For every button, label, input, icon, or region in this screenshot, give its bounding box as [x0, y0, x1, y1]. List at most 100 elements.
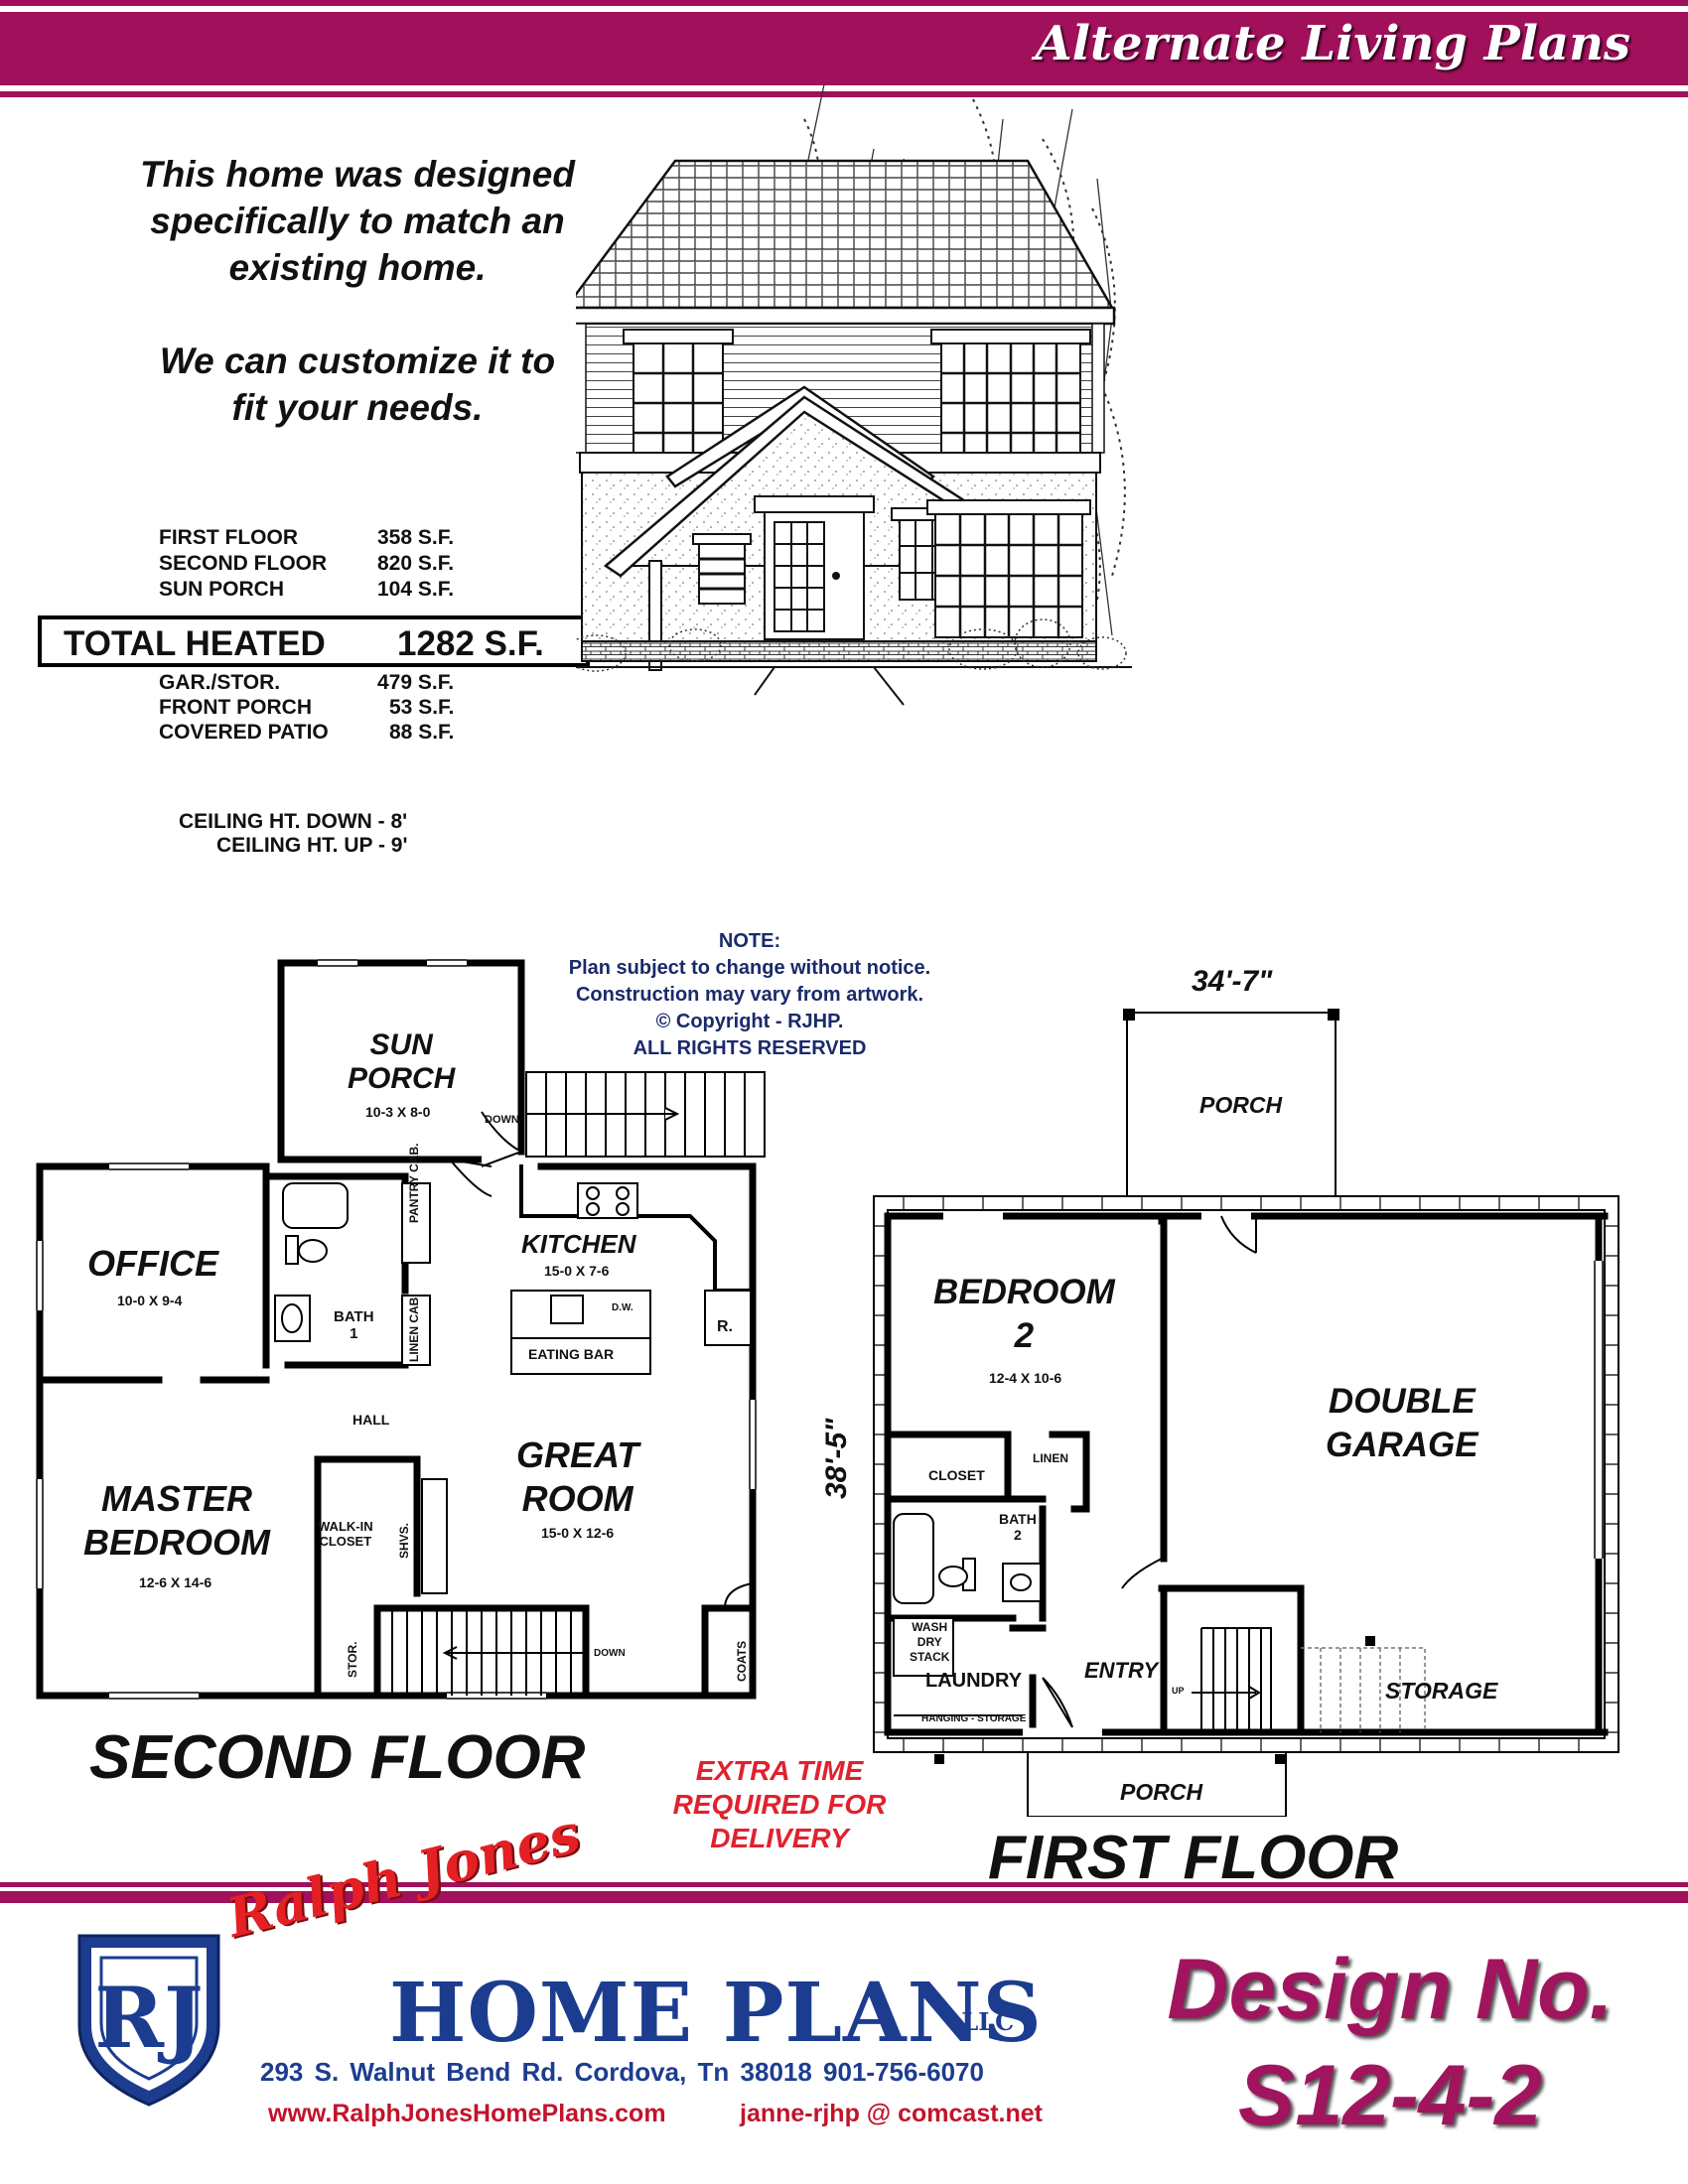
room-dimension: 15-0 X 12-6 — [541, 1525, 615, 1541]
area-value: 53 S.F. — [389, 696, 455, 719]
area-value: 104 S.F. — [377, 578, 455, 601]
room-name: BATH — [999, 1511, 1037, 1527]
great-room-label: GREAT ROOM — [516, 1433, 638, 1521]
laundry-label: LAUNDRY — [925, 1670, 1023, 1692]
lower-window-right — [926, 499, 1091, 638]
first-doors — [1042, 1558, 1163, 1728]
notice-line: DELIVERY — [710, 1823, 849, 1853]
kitchen-label: KITCHEN — [521, 1229, 636, 1259]
area-label: SUN PORCH — [159, 578, 285, 601]
coats-label: COATS — [735, 1640, 749, 1682]
design-number: S12-4-2 — [1238, 2048, 1542, 2143]
room-dimension: 10-0 X 9-4 — [117, 1293, 183, 1308]
hanging-storage-label: HANGING - STORAGE — [921, 1713, 1027, 1724]
main-roof — [576, 159, 1115, 310]
hall-label: HALL — [352, 1412, 390, 1428]
upper-window-right — [930, 329, 1091, 474]
copyright-note: NOTE: Plan subject to change without not… — [516, 928, 983, 1062]
label-line: WALK-IN — [318, 1519, 373, 1534]
room-name: BATH — [334, 1308, 374, 1325]
label-line: WASH — [912, 1620, 948, 1634]
intro-line: existing home. — [228, 247, 487, 288]
intro-text: This home was designed specifically to m… — [94, 151, 621, 431]
note-line: Plan subject to change without notice. — [568, 957, 931, 979]
pantry-label: PANTRY CAB. — [407, 1143, 421, 1223]
bath1-label: BATH 1 — [334, 1308, 374, 1342]
area-label: SECOND FLOOR — [159, 552, 328, 575]
second-floor-title: SECOND FLOOR — [89, 1723, 586, 1792]
stair-down-label: DOWN — [485, 1114, 519, 1126]
label-line: STACK — [910, 1650, 950, 1664]
design-label: Design No. — [1167, 1942, 1614, 2037]
note-line: Construction may vary from artwork. — [575, 984, 924, 1006]
exterior-stair — [481, 1071, 766, 1167]
porch-label: PORCH — [1199, 1092, 1283, 1118]
total-heated-box: TOTAL HEATED 1282 S.F. — [38, 615, 590, 667]
room-dimension: 10-3 X 8-0 — [365, 1104, 431, 1120]
porch-label: PORCH — [1120, 1779, 1203, 1805]
first-floor-plan — [873, 1009, 1619, 1817]
room-dimension: 15-0 X 7-6 — [544, 1263, 610, 1279]
bedroom2-label: BEDROOM 2 — [933, 1271, 1115, 1358]
room-name: 1 — [350, 1325, 358, 1342]
second-floor-plan — [36, 959, 766, 1700]
room-name: DOUBLE — [1328, 1382, 1476, 1421]
company-address: 293 S. Walnut Bend Rd. Cordova, Tn 38018… — [260, 2057, 984, 2087]
front-door — [754, 495, 875, 640]
room-name: GREAT — [516, 1434, 639, 1475]
walkin-closet-label: WALK-IN CLOSET — [318, 1519, 373, 1549]
room-name: BEDROOM — [933, 1273, 1115, 1311]
brand-llc: ,LLC — [953, 2007, 1015, 2036]
ceiling-text: CEILING HT. UP - 9' — [216, 834, 408, 857]
door-swings — [449, 1159, 754, 1609]
stair-down-label: DOWN — [594, 1648, 626, 1659]
porch-top — [1123, 1009, 1339, 1254]
room-name: PORCH — [348, 1062, 456, 1095]
area-label: COVERED PATIO — [159, 721, 329, 744]
note-line: © Copyright - RJHP. — [655, 1011, 844, 1032]
intro-spacer — [94, 291, 621, 338]
header-title: Alternate Living Plans — [1035, 16, 1630, 71]
logo-letters: RJ — [94, 1969, 204, 2067]
area-label: GAR./STOR. — [159, 671, 281, 694]
room-name: BEDROOM — [83, 1522, 270, 1563]
porch-bottom — [934, 1752, 1287, 1817]
brand-main: HOME PLANS — [389, 1966, 1043, 2061]
lower-window-left — [692, 533, 752, 605]
notice-line: REQUIRED FOR — [672, 1789, 887, 1820]
intro-line: specifically to match an — [150, 201, 565, 241]
email-link[interactable]: janne-rjhp @ comcast.net — [740, 2100, 1043, 2127]
room-name: SUN — [369, 1028, 433, 1061]
dishwasher-label: D.W. — [612, 1302, 633, 1313]
eating-bar-label: EATING BAR — [528, 1346, 615, 1362]
office-label: OFFICE — [87, 1243, 218, 1284]
master-bedroom-label: MASTER BEDROOM — [83, 1477, 270, 1565]
linen-label: LINEN — [1033, 1451, 1068, 1465]
linen-cab-label: LINEN CAB. — [407, 1294, 421, 1362]
intro-line: We can customize it to — [159, 341, 556, 381]
area-value: 358 S.F. — [377, 526, 455, 549]
room-name: GARAGE — [1326, 1426, 1478, 1464]
first-floor-stair — [1192, 1627, 1272, 1732]
area-value: 479 S.F. — [377, 671, 455, 694]
closet-label: CLOSET — [928, 1467, 985, 1483]
intro-line: This home was designed — [140, 154, 575, 195]
ceiling-text: CEILING HT. DOWN - 8' — [179, 810, 408, 833]
garage-label: DOUBLE GARAGE — [1326, 1380, 1478, 1467]
storage-label: STORAGE — [1385, 1678, 1498, 1704]
width-dimension: 34'-7" — [1192, 965, 1273, 998]
room-name: MASTER — [101, 1478, 252, 1519]
shelves-label: SHVS. — [397, 1522, 411, 1559]
area-value: 88 S.F. — [389, 721, 455, 744]
website-link[interactable]: www.RalphJonesHomePlans.com — [268, 2100, 666, 2127]
note-line: ALL RIGHTS RESERVED — [633, 1037, 867, 1059]
total-label: TOTAL HEATED — [64, 624, 326, 663]
bath-fixtures — [274, 1182, 752, 1594]
house-elevation-drawing — [576, 83, 1132, 706]
shrubs — [576, 618, 1127, 672]
storage-label: STOR. — [346, 1641, 359, 1678]
intro-line: fit your needs. — [231, 387, 484, 428]
storage-dashed — [1301, 1647, 1426, 1732]
sun-porch-label: SUN PORCH — [348, 1028, 455, 1096]
refrigerator-label: R. — [717, 1318, 733, 1335]
